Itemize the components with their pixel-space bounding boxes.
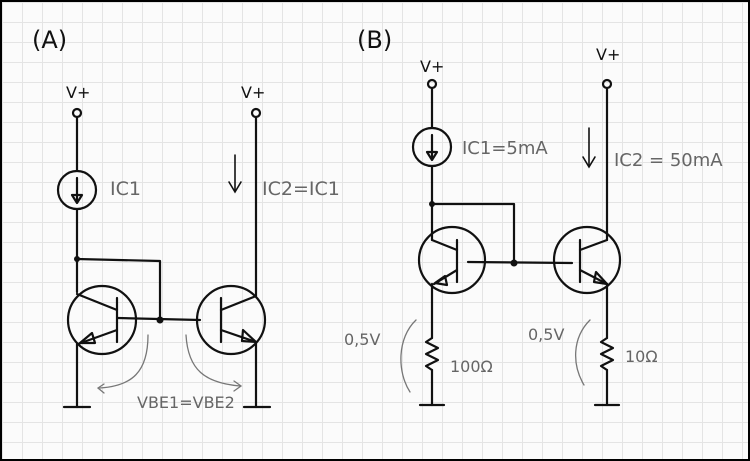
diagram-a-output-current: IC2=IC1 bbox=[262, 178, 340, 200]
transistor-b-q1 bbox=[417, 225, 487, 295]
diagram-b-output-current: IC2 = 50mA bbox=[614, 150, 723, 171]
diagram-b-resistor-right: 10Ω bbox=[625, 347, 658, 366]
diagram-b-supply-right: V+ bbox=[596, 45, 620, 64]
resistor-b-left bbox=[424, 336, 440, 372]
diagram-a-label: (A) bbox=[32, 26, 67, 54]
diagram-a-vbe-relation: VBE1=VBE2 bbox=[137, 393, 235, 412]
wire-b-tie bbox=[430, 202, 516, 265]
diagram-b-supply-left: V+ bbox=[420, 57, 444, 76]
diagram-a: (A) V+ IC1 V+ IC2=IC1 bbox=[32, 26, 340, 412]
transistor-b-q2 bbox=[552, 225, 622, 295]
diagram-b-voltage-right: 0,5V bbox=[528, 325, 564, 344]
supply-terminal-a-left bbox=[71, 107, 83, 119]
diagram-b-resistor-left: 100Ω bbox=[450, 357, 493, 376]
wire-a-tie bbox=[75, 257, 162, 322]
voltage-bracket-right bbox=[574, 319, 591, 386]
transistor-q2 bbox=[195, 284, 267, 356]
vbe-arrow-left bbox=[99, 334, 149, 389]
supply-terminal-b-right bbox=[601, 78, 613, 90]
vbe-arrow-right bbox=[185, 334, 241, 387]
supply-terminal-b-left bbox=[426, 78, 438, 90]
diagram-b-source-current: IC1=5mA bbox=[462, 138, 548, 159]
transistor-q1 bbox=[66, 284, 138, 356]
wire-a-base-link bbox=[116, 316, 202, 322]
wire-b-base-link bbox=[466, 260, 574, 265]
diagram-b: (B) V+ IC1=5mA 0,5V 100Ω V+ I bbox=[344, 26, 723, 407]
diagram-b-voltage-left: 0,5V bbox=[344, 330, 380, 349]
diagram-a-supply-right: V+ bbox=[241, 83, 265, 102]
diagram-a-supply-left: V+ bbox=[66, 83, 90, 102]
voltage-bracket-left bbox=[400, 319, 417, 393]
diagram-b-label: (B) bbox=[357, 26, 392, 54]
resistor-b-right bbox=[599, 336, 615, 372]
supply-terminal-a-right bbox=[250, 107, 262, 119]
diagram-a-source-current: IC1 bbox=[110, 178, 141, 200]
